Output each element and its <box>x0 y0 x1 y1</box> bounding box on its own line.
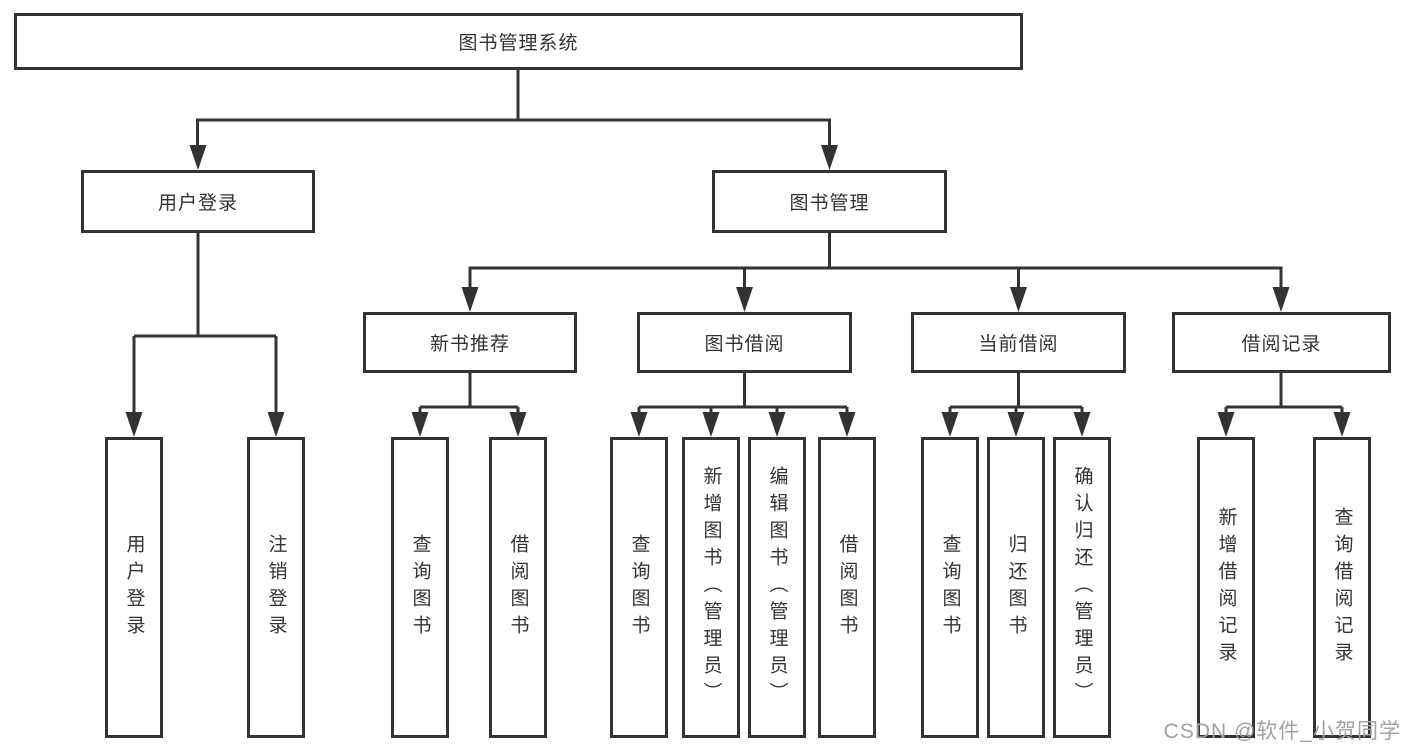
arrow-down-icon <box>821 145 838 170</box>
arrowheads <box>125 145 1351 437</box>
connector-new-book-to-leaves <box>418 373 520 416</box>
arrow-down-icon <box>411 412 429 437</box>
connector-root-to-level2 <box>196 70 831 148</box>
csdn-watermark: CSDN @软件_小贺同学 <box>1163 720 1401 743</box>
node-book-management: 图书管理 <box>712 170 947 233</box>
leaf-query-borrow-record: 查询借阅记录 <box>1313 437 1371 738</box>
arrow-down-icon <box>1333 412 1351 437</box>
leaf-query-books-current: 查询图书 <box>921 437 979 738</box>
connector-book-management-to-level3 <box>468 233 1283 290</box>
leaf-query-books-recommend: 查询图书 <box>391 437 449 738</box>
leaf-confirm-return-admin: 确认归还（管理员） <box>1053 437 1111 738</box>
node-current-borrow: 当前借阅 <box>911 312 1126 373</box>
arrow-down-icon <box>941 412 959 437</box>
arrow-down-icon <box>1272 287 1290 312</box>
leaf-return-book: 归还图书 <box>987 437 1045 738</box>
arrow-down-icon <box>702 412 720 437</box>
connector-borrow-records-to-leaves <box>1224 373 1344 416</box>
leaf-edit-book-admin: 编辑图书（管理员） <box>748 437 806 738</box>
arrow-down-icon <box>509 412 527 437</box>
arrow-down-icon <box>1007 412 1025 437</box>
leaf-logout: 注销登录 <box>247 437 305 738</box>
node-new-book-recommend: 新书推荐 <box>363 312 577 373</box>
arrow-down-icon <box>1217 412 1235 437</box>
arrow-down-icon <box>1073 412 1091 437</box>
connector-current-borrow-to-leaves <box>948 373 1084 416</box>
leaf-query-books-borrow: 查询图书 <box>610 437 668 738</box>
arrow-down-icon <box>267 412 285 437</box>
node-user-login: 用户登录 <box>81 170 315 233</box>
arrow-down-icon <box>189 145 207 170</box>
node-book-borrow: 图书借阅 <box>637 312 852 373</box>
arrow-down-icon <box>630 412 648 437</box>
arrow-down-icon <box>768 412 786 437</box>
connector-book-borrow-to-leaves <box>637 373 849 416</box>
node-borrow-records: 借阅记录 <box>1172 312 1391 373</box>
leaf-user-login: 用户登录 <box>105 437 163 738</box>
node-root: 图书管理系统 <box>14 13 1023 70</box>
arrow-down-icon <box>461 287 479 312</box>
leaf-borrow-books-recommend: 借阅图书 <box>489 437 547 738</box>
arrow-down-icon <box>1010 287 1027 312</box>
leaf-add-book-admin: 新增图书（管理员） <box>682 437 740 738</box>
leaf-borrow-books: 借阅图书 <box>818 437 876 738</box>
arrow-down-icon <box>125 412 143 437</box>
arrow-down-icon <box>736 287 753 312</box>
connector-user-login-to-leaves <box>132 233 278 416</box>
arrow-down-icon <box>838 412 856 437</box>
leaf-add-borrow-record: 新增借阅记录 <box>1197 437 1255 738</box>
